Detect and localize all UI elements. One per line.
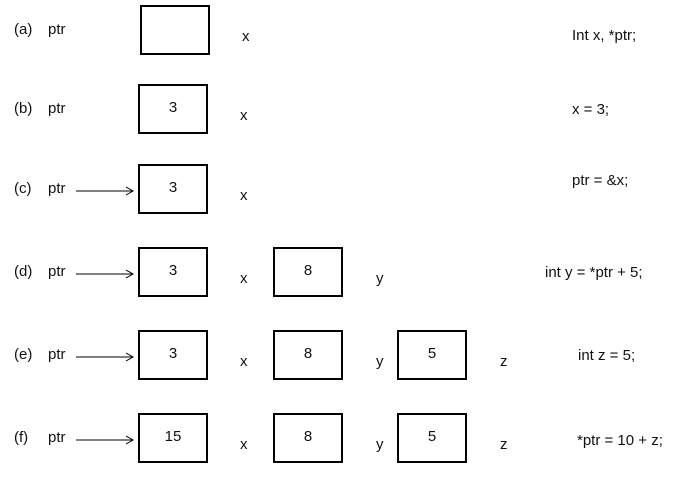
row-label: (d) <box>14 263 33 280</box>
row-label: (c) <box>14 180 32 197</box>
variable-name-x: x <box>240 436 248 453</box>
memory-box-y: 8 <box>273 330 343 380</box>
variable-name-y: y <box>376 270 384 287</box>
variable-name-x: x <box>240 187 248 204</box>
arrow-icon <box>76 186 134 196</box>
memory-box-x: 3 <box>138 330 208 380</box>
arrow-icon <box>76 269 134 279</box>
code-statement: Int x, *ptr; <box>572 27 637 44</box>
ptr-label: ptr <box>48 21 66 38</box>
memory-box-x: 3 <box>138 164 208 214</box>
memory-box-z: 5 <box>397 413 467 463</box>
ptr-label: ptr <box>48 429 66 446</box>
variable-name-y: y <box>376 353 384 370</box>
diagram-row: (c) ptr 3 x ptr = &x; <box>0 0 682 214</box>
variable-name-x: x <box>240 353 248 370</box>
variable-name-y: y <box>376 436 384 453</box>
row-label: (f) <box>14 429 29 446</box>
code-statement: ptr = &x; <box>572 172 629 189</box>
code-statement: int y = *ptr + 5; <box>545 264 643 281</box>
memory-box-y: 8 <box>273 413 343 463</box>
memory-box-z: 5 <box>397 330 467 380</box>
memory-box-x: 3 <box>138 84 208 134</box>
arrow-icon <box>76 435 134 445</box>
variable-name-x: x <box>242 28 250 45</box>
memory-box-y: 8 <box>273 247 343 297</box>
ptr-label: ptr <box>48 263 66 280</box>
ptr-label: ptr <box>48 180 66 197</box>
variable-name-z: z <box>500 436 508 453</box>
variable-name-x: x <box>240 270 248 287</box>
variable-name-z: z <box>500 353 508 370</box>
row-label: (b) <box>14 100 33 117</box>
row-label: (a) <box>14 21 33 38</box>
code-statement: int z = 5; <box>578 347 636 364</box>
arrow-icon <box>76 352 134 362</box>
diagram-row: (d) ptr 3 x 8 y int y = *ptr + 5; <box>0 0 682 297</box>
diagram-row: (b) ptr 3 x x = 3; <box>0 0 682 134</box>
memory-box-x: 3 <box>138 247 208 297</box>
ptr-label: ptr <box>48 100 66 117</box>
memory-box-x: 15 <box>138 413 208 463</box>
diagram-row: (a) ptr x Int x, *ptr; <box>0 0 682 80</box>
variable-name-x: x <box>240 107 248 124</box>
ptr-label: ptr <box>48 346 66 363</box>
code-statement: x = 3; <box>572 101 610 118</box>
row-label: (e) <box>14 346 33 363</box>
memory-box-x <box>140 5 210 55</box>
code-statement: *ptr = 10 + z; <box>577 432 663 449</box>
